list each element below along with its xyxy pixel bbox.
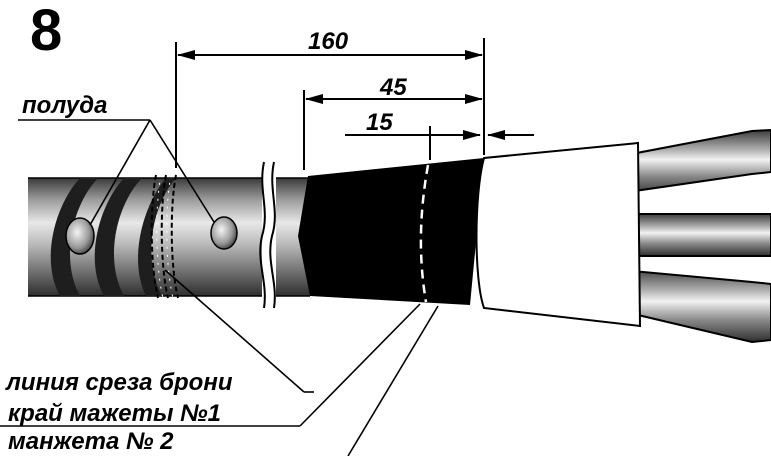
tinning-spot-left	[65, 217, 95, 255]
label-cuff1-edge: край мажеты №1	[8, 400, 221, 427]
tinning-spot-right	[210, 216, 238, 250]
dimension-label-45: 45	[380, 74, 407, 101]
binding-wire	[150, 174, 179, 299]
dimension-label-160: 160	[308, 28, 349, 55]
leader-lines	[0, 119, 439, 457]
cable-cores	[599, 128, 771, 344]
label-armor-cut-line: линия среза брони	[6, 369, 233, 396]
dimension-label-15: 15	[366, 109, 393, 136]
label-tinning: полуда	[22, 92, 108, 119]
cuff-2-white	[475, 141, 642, 328]
cuff-1-black	[298, 158, 484, 305]
cuff-1-edge-line	[419, 164, 430, 303]
figure-number: 8	[30, 0, 63, 63]
dimension-lines	[175, 38, 534, 170]
label-cuff2: манжета № 2	[8, 428, 174, 455]
cable-break	[259, 160, 276, 310]
